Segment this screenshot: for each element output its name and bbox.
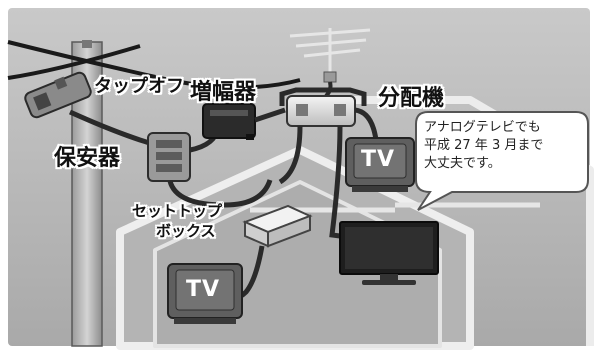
speech-bubble-line-1: アナログテレビでも <box>424 120 541 135</box>
downstairs-tv-screen-text: TV <box>186 277 221 302</box>
label-set-top-box-line2: ボックス <box>156 222 216 240</box>
label-tap-off: タップオフ <box>94 76 184 97</box>
set-top-box-device <box>242 204 313 248</box>
speech-bubble-line-2: 平成 27 年 3 月まで <box>424 138 544 153</box>
label-amplifier: 増幅器 <box>190 80 257 105</box>
overhead-cable-b <box>7 44 141 80</box>
speech-bubble-line-3: 大丈夫です。 <box>424 156 501 171</box>
overhead-cable-a <box>7 40 301 90</box>
cable-distributor-stb <box>278 125 303 185</box>
downstairs-crt-tv <box>167 263 243 324</box>
flat-panel-tv <box>339 221 439 285</box>
amplifier-device <box>202 103 256 140</box>
speech-bubble-text: アナログテレビでも 平成 27 年 3 月まで 大丈夫です。 <box>424 119 584 173</box>
speech-bubble <box>415 111 589 211</box>
label-set-top-box-line1: セットトップ <box>132 202 223 220</box>
cable-distributor-upper-tv <box>354 107 379 141</box>
distributor-device <box>279 87 367 127</box>
label-protector: 保安器 <box>54 146 121 171</box>
tap-off-device <box>24 71 92 119</box>
label-distributor: 分配機 <box>378 86 445 111</box>
protector-device <box>147 132 191 182</box>
cable-protector-house <box>167 179 273 208</box>
cable-amp-distributor <box>254 107 286 123</box>
cable-distributor-flat-tv <box>329 125 343 239</box>
upstairs-crt-tv <box>345 137 415 192</box>
upstairs-tv-screen-text: TV <box>361 147 396 172</box>
